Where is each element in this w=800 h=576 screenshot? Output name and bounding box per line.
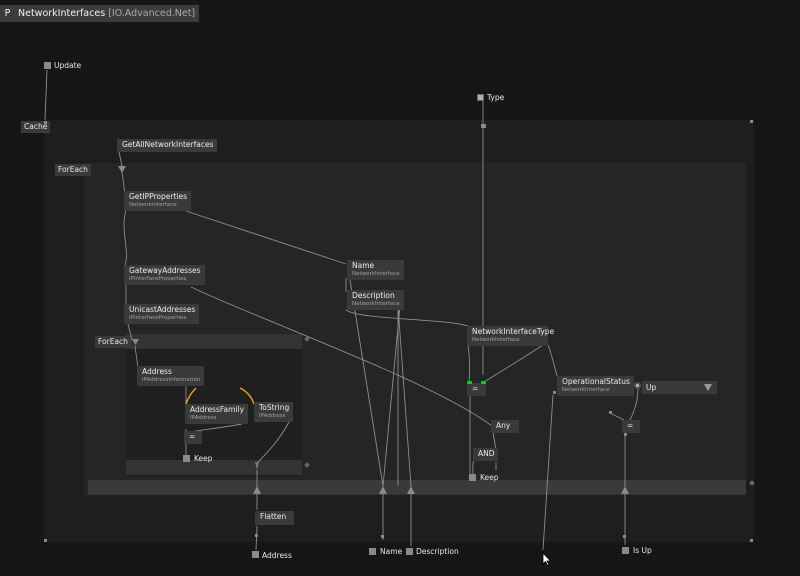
update-input-pin[interactable] <box>44 62 51 69</box>
patch-category: [IO.Advanced.Net] <box>108 8 196 19</box>
up-selector-value: Up <box>646 383 657 392</box>
get-all-network-interfaces-node[interactable]: GetAllNetworkInterfaces <box>117 139 218 152</box>
description-output-label: Description <box>416 547 459 556</box>
status-side-pin[interactable] <box>609 411 612 414</box>
is-up-output-pin[interactable] <box>622 547 629 554</box>
node-title: UnicastAddresses <box>129 305 196 314</box>
mouse-cursor-icon <box>542 552 552 566</box>
cache-bottom-right-pin[interactable] <box>750 539 753 542</box>
node-title: = <box>472 384 479 393</box>
node-type: IPAddress <box>259 413 286 419</box>
name-node[interactable]: Name NetworkInterface <box>347 260 404 280</box>
description-output-pin[interactable] <box>406 548 413 555</box>
type-input-label: Type <box>487 93 505 102</box>
node-type: NetworkInterface <box>472 337 520 343</box>
node-title: AND <box>478 449 495 458</box>
keep-outer-label: Keep <box>480 473 499 482</box>
node-type: IPAddressInformation <box>142 377 201 383</box>
cache-label[interactable]: Cache <box>21 121 51 133</box>
unicast-addresses-node[interactable]: UnicastAddresses IPInterfaceProperties <box>124 304 200 324</box>
node-type: NetworkInterface <box>352 301 400 307</box>
description-node[interactable]: Description NetworkInterface <box>347 290 404 310</box>
type-cache-pin[interactable] <box>481 124 486 128</box>
address-output-pin[interactable] <box>252 551 259 558</box>
update-input-label: Update <box>54 61 82 70</box>
node-title: ToString <box>259 403 290 412</box>
foreach-inner-label[interactable]: ForEach <box>95 336 131 348</box>
to-string-node[interactable]: ToString IPAddress <box>254 402 294 422</box>
status-out-pin[interactable] <box>624 433 627 436</box>
node-type: NetworkInterface <box>352 271 400 277</box>
node-title: GetIPProperties <box>129 192 188 201</box>
cache-input-pin[interactable] <box>44 121 47 124</box>
foreach-inner-bottom-bar <box>126 460 302 475</box>
node-title: AddressFamily <box>190 405 245 414</box>
any-node[interactable]: Any <box>491 420 519 433</box>
patch-button[interactable]: P <box>0 5 15 22</box>
name-output-label: Name <box>380 547 403 556</box>
node-title: Address <box>142 367 172 376</box>
is-up-output-label: Is Up <box>633 546 652 555</box>
keep-inner-pin[interactable] <box>183 455 190 462</box>
flatten-node[interactable]: Flatten <box>255 511 294 525</box>
node-title: = <box>189 432 196 441</box>
equals-type-green-pin-left[interactable] <box>467 381 472 384</box>
cache-corner-pin[interactable] <box>750 120 753 123</box>
equals-type-green-pin-right[interactable] <box>481 381 486 384</box>
patch-name: NetworkInterfaces <box>18 8 106 19</box>
node-title: NetworkInterfaceType <box>472 327 555 336</box>
node-title: Flatten <box>260 512 287 521</box>
chevron-down-icon <box>704 384 712 391</box>
keep-outer-pin[interactable] <box>469 474 476 481</box>
keep-inner-label: Keep <box>194 454 213 463</box>
operational-status-out-pin[interactable] <box>553 391 556 394</box>
name-output-pin[interactable] <box>369 548 376 555</box>
network-interface-type-node[interactable]: NetworkInterfaceType NetworkInterface <box>467 326 555 346</box>
cache-bottom-pin[interactable] <box>44 539 47 542</box>
type-input-pin[interactable] <box>477 94 484 101</box>
node-type: IPInterfaceProperties <box>129 315 187 321</box>
name-bottom-pin[interactable] <box>381 535 384 538</box>
node-title: Any <box>496 421 511 430</box>
flatten-out-pin[interactable] <box>255 534 258 537</box>
equals-type-node[interactable]: = <box>467 383 486 396</box>
foreach-outer-bottom-strip <box>88 480 746 494</box>
get-ip-properties-node[interactable]: GetIPProperties NetworkInterface <box>124 191 192 211</box>
up-selector-dropdown[interactable]: Up <box>642 381 717 394</box>
node-type: IPInterfaceProperties <box>129 276 187 282</box>
node-type: NetworkInterface <box>129 202 177 208</box>
node-title: = <box>627 421 634 430</box>
gateway-addresses-node[interactable]: GatewayAddresses IPInterfaceProperties <box>124 265 205 285</box>
equals-status-node[interactable]: = <box>622 420 640 433</box>
node-title: GetAllNetworkInterfaces <box>122 140 214 149</box>
foreach-outer-label[interactable]: ForEach <box>55 164 91 176</box>
node-title: Description <box>352 291 395 300</box>
and-node[interactable]: AND <box>473 448 498 461</box>
node-title: Name <box>352 261 375 270</box>
is-up-bottom-pin[interactable] <box>623 535 626 538</box>
node-title: OperationalStatus <box>562 377 630 386</box>
address-family-node[interactable]: AddressFamily IPAddress <box>185 404 249 424</box>
node-type: NetworkInterface <box>562 387 610 393</box>
address-node[interactable]: Address IPAddressInformation <box>137 366 205 386</box>
node-title: GatewayAddresses <box>129 266 201 275</box>
foreach-inner-top-bar <box>126 334 302 349</box>
node-type: IPAddress <box>190 415 217 421</box>
operational-status-node[interactable]: OperationalStatus NetworkInterface <box>557 376 634 396</box>
up-selector-pin[interactable] <box>634 382 641 389</box>
address-output-label: Address <box>262 551 292 560</box>
equals-inner-node[interactable]: = <box>184 431 202 444</box>
patch-title: NetworkInterfaces [IO.Advanced.Net] <box>14 5 200 22</box>
